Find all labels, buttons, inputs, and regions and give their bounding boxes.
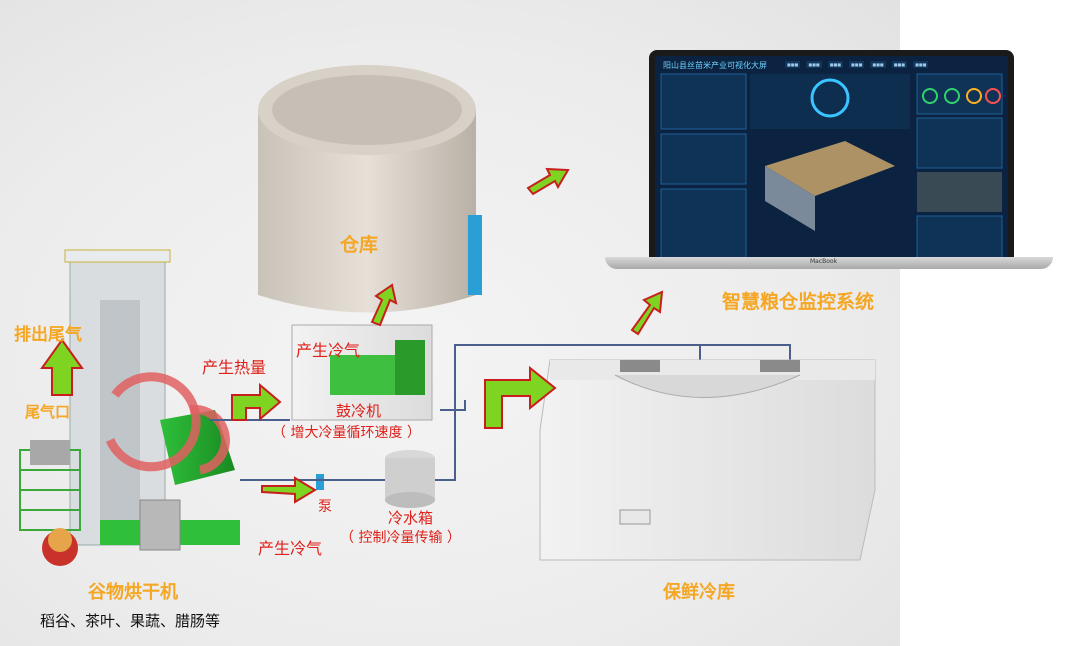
- screen-title: 阳山县丝苗米产业可视化大屏: [663, 61, 767, 70]
- smart-system-label: 智慧粮仓监控系统: [722, 291, 875, 313]
- water-tank-note: （ 控制冷量传输 ）: [340, 530, 461, 546]
- heat-label: 产生热量: [202, 358, 267, 377]
- cold-top-label: 产生冷气: [296, 341, 361, 360]
- pump: [316, 474, 324, 490]
- monitoring-screen: 阳山县丝苗米产业可视化大屏 ■■■■■■■■■■■■■■■■■■■■■: [649, 50, 1014, 269]
- cold-bottom-label: 产生冷气: [258, 539, 323, 558]
- cold-storage: [539, 359, 876, 561]
- blower-machine: [291, 324, 433, 421]
- exhaust-port-label: 尾气口: [25, 403, 71, 421]
- grain-dryer: [19, 249, 240, 566]
- cold-storage-arrow: [484, 365, 557, 429]
- water-tank-label: 冷水箱: [388, 509, 434, 527]
- water-tank: [385, 450, 435, 508]
- exhaust-arrow: [40, 338, 84, 396]
- laptop-base: [605, 257, 1053, 269]
- warehouse-label: 仓库: [340, 234, 379, 256]
- blower-note: （ 增大冷量循环速度 ）: [272, 425, 421, 441]
- cold-storage-label: 保鲜冷库: [663, 582, 735, 603]
- dryer-label: 谷物烘干机: [88, 582, 178, 603]
- pump-label: 泵: [318, 499, 332, 515]
- pump-arrow: [261, 476, 317, 504]
- products-label: 稻谷、茶叶、果蔬、腊肠等: [40, 612, 221, 630]
- screen-dashboard: [660, 73, 1003, 260]
- pipes: [210, 344, 791, 481]
- warehouse-silo: [258, 65, 482, 313]
- silo-arrow: [370, 283, 398, 327]
- laptop-arrow: [526, 167, 570, 196]
- flow-arrows: [40, 167, 664, 504]
- exhaust-label: 排出尾气: [14, 325, 82, 345]
- screen-nav: ■■■■■■■■■■■■■■■■■■■■■: [785, 61, 929, 68]
- laptop-brand: MacBook: [810, 258, 838, 265]
- system-arrow: [630, 290, 664, 336]
- blower-label: 鼓冷机: [336, 402, 382, 420]
- heat-arrow: [231, 382, 282, 422]
